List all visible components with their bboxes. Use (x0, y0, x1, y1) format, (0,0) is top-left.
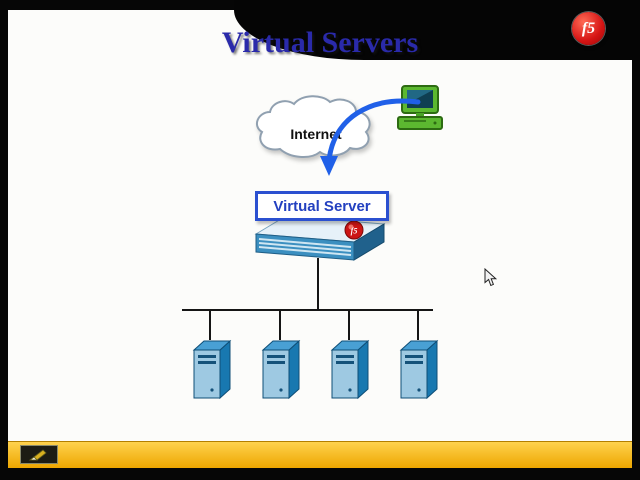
traffic-arrow-icon (320, 98, 421, 176)
pencil-icon (28, 449, 47, 461)
server-icon (399, 339, 439, 400)
presenter-toolbar (8, 441, 632, 468)
mouse-cursor (484, 268, 498, 287)
virtual-server-box: Virtual Server (255, 191, 389, 221)
virtual-server-label: Virtual Server (273, 197, 371, 215)
device-logo-text: f5 (351, 227, 358, 236)
bigip-device-icon: f5 (254, 215, 386, 261)
f5-logo: f5 (572, 12, 605, 45)
slide-title: Virtual Servers (221, 26, 419, 59)
server-icon (330, 339, 370, 400)
internet-cloud-icon (255, 95, 371, 158)
server-icon (261, 339, 301, 400)
pen-tool-button[interactable] (20, 445, 58, 464)
slide: Internet Virtual Server (8, 10, 632, 468)
f5-logo-text: f5 (581, 19, 596, 37)
internet-label: Internet (290, 126, 342, 142)
server-icon (192, 339, 232, 400)
